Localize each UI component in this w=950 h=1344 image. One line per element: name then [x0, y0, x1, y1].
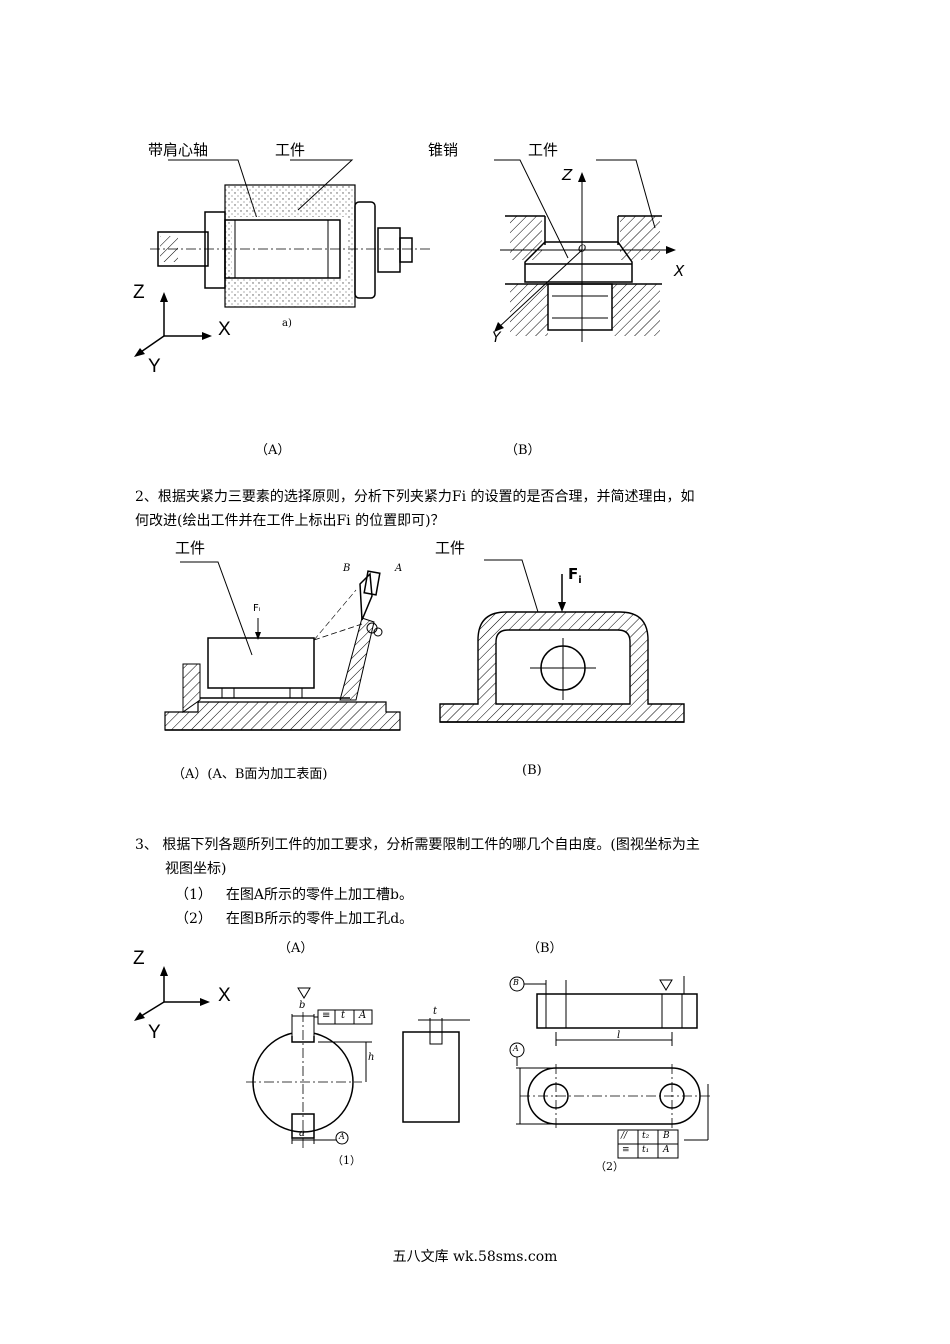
diagram-slot-part	[246, 987, 470, 1148]
face-b-label: B	[343, 563, 351, 574]
q3-text-line1: 3、 根据下列各题所列工件的加工要求，分析需要限制工件的哪几个自由度。(图视坐标…	[135, 837, 700, 853]
q3-axis-y: Y	[148, 1022, 161, 1043]
frame2-r1-sym: //	[621, 1131, 628, 1141]
axis-z-label-b: Z	[562, 166, 573, 184]
q2-text-line1: 2、根据夹紧力三要素的选择原则，分析下列夹紧力Fi 的设置的是否合理，并简述理由…	[135, 489, 695, 505]
label-workpiece-2a: 工件	[175, 539, 206, 557]
axis-x-label: X	[218, 319, 231, 340]
dim-h: h	[368, 1052, 375, 1063]
dim-a: a	[299, 1128, 305, 1139]
datum-a-2: A	[513, 1044, 519, 1053]
axis-x-label-b: X	[674, 262, 685, 280]
frame1-t: t	[341, 1010, 346, 1021]
frame2-r2-sym: ≡	[622, 1145, 630, 1155]
frame2-r2-t: t₁	[642, 1145, 650, 1155]
origin-label: O	[578, 244, 587, 255]
axis-z-label: Z	[133, 282, 145, 303]
axis-y-label-b: Y	[492, 330, 501, 346]
label-mandrel: 带肩心轴	[148, 141, 209, 159]
label-workpiece-1a: 工件	[275, 141, 306, 159]
q3-item1: （1）在图A所示的零件上加工槽b。	[175, 887, 413, 903]
dim-b: b	[299, 1000, 306, 1011]
axes-q3	[134, 966, 210, 1021]
diagram-taper-pin	[494, 159, 676, 342]
q3-text-line2: 视图坐标)	[165, 861, 227, 877]
q3-axis-x: X	[218, 985, 231, 1006]
diagram-clamp-a	[164, 561, 401, 731]
q3-axis-z: Z	[133, 948, 145, 969]
q3-item2: （2）在图B所示的零件上加工孔d。	[175, 911, 414, 927]
caption-q3-a: （A）	[278, 941, 314, 956]
frame1-ref: A	[359, 1010, 367, 1021]
face-a-label: A	[395, 563, 403, 574]
caption-fig1-a: （A）	[255, 443, 291, 458]
frame2-r2-ref: A	[663, 1145, 670, 1155]
frame2-r1-t: t₂	[642, 1131, 650, 1141]
page-footer: 五八文库 wk.58sms.com	[392, 1249, 558, 1265]
sub-caption-2: （2）	[595, 1160, 624, 1173]
caption-fig1-b: （B）	[505, 443, 541, 458]
diagram-hole-part	[509, 976, 712, 1159]
dim-t: t	[433, 1006, 438, 1017]
caption-q2-a: （A）(A、B面为加工表面)	[172, 767, 328, 782]
fi-label-b: Fi	[568, 565, 582, 586]
fi-label-a: Fᵢ	[253, 603, 261, 614]
frame1-sym: ≡	[322, 1010, 331, 1021]
datum-b: B	[513, 978, 519, 987]
label-taper-pin: 锥销	[428, 141, 459, 159]
caption-q2-b: (B)	[522, 763, 542, 778]
axis-y-label: Y	[148, 356, 161, 377]
sub-caption-1: （1）	[332, 1154, 361, 1167]
label-workpiece-2b: 工件	[435, 539, 466, 557]
datum-a-1: A	[339, 1132, 345, 1141]
dim-l: l	[617, 1030, 621, 1041]
label-workpiece-1b: 工件	[528, 141, 559, 159]
diagram-mandrel	[134, 159, 430, 357]
frame2-r1-ref: B	[663, 1131, 670, 1141]
q2-text-line2: 何改进(绘出工件并在工件上标出Fi 的位置即可)？	[135, 513, 445, 529]
caption-q3-b: （B）	[527, 941, 563, 956]
fig-a-sublabel: a)	[282, 318, 292, 329]
diagram-clamp-b	[439, 559, 685, 723]
